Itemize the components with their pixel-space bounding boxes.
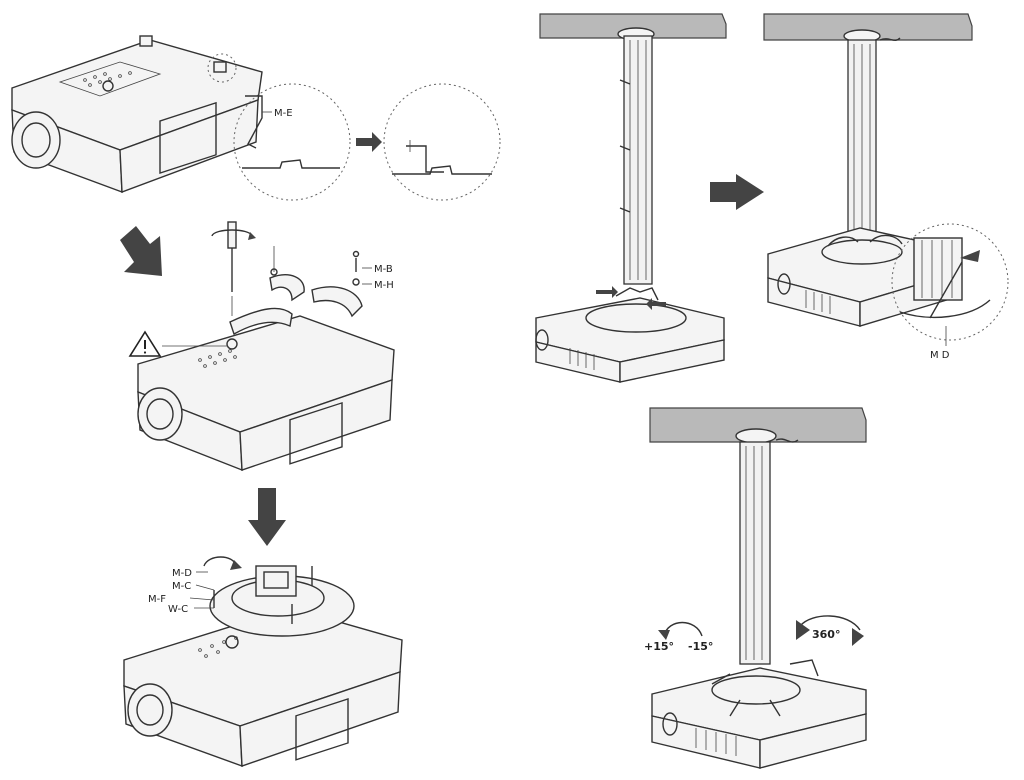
step-arrow-icon [120, 226, 162, 276]
step6-projector [651, 659, 867, 769]
bracket-parts [229, 274, 363, 336]
step5-projector [767, 227, 961, 327]
label-rotate: 360° [812, 628, 840, 641]
step5-ceiling [763, 13, 973, 43]
detail-marker [207, 53, 237, 83]
label-me: M-E [274, 108, 293, 119]
step2-projector [137, 315, 395, 472]
label-mc: M-C [172, 581, 191, 592]
label-mh: M-H [374, 280, 394, 291]
screwdriver-icon [211, 221, 256, 292]
arrow-step1-detail [356, 132, 382, 152]
step6-ceiling [649, 407, 867, 444]
detail-circle-2 [383, 83, 501, 201]
detail-circle-step5 [891, 223, 1009, 341]
step1-projector [11, 35, 263, 194]
step4-projector [535, 286, 725, 383]
step5-pole [847, 39, 877, 251]
arrow-step4-step5 [710, 174, 764, 210]
label-mf: M-F [148, 594, 166, 605]
label-wc: W-C [168, 604, 188, 615]
warning-triangle-icon [128, 330, 228, 357]
step6-pole [739, 441, 771, 665]
rotate-360-icon [796, 615, 864, 646]
mounting-plate [209, 565, 355, 637]
detail-circle-1 [233, 83, 351, 201]
step3-projector [123, 607, 403, 768]
label-mb: M-B [374, 264, 393, 275]
label-tilt-minus: -15° [688, 640, 713, 653]
label-md-step5: M D [930, 350, 950, 361]
step4-pole [619, 35, 653, 285]
step-arrow-down [248, 488, 286, 546]
label-tilt-plus: +15° [644, 640, 674, 653]
rotate-arrow-icon [203, 556, 242, 570]
tilt-arrow-icon [658, 621, 703, 640]
label-md-step3: M-D [172, 568, 192, 579]
